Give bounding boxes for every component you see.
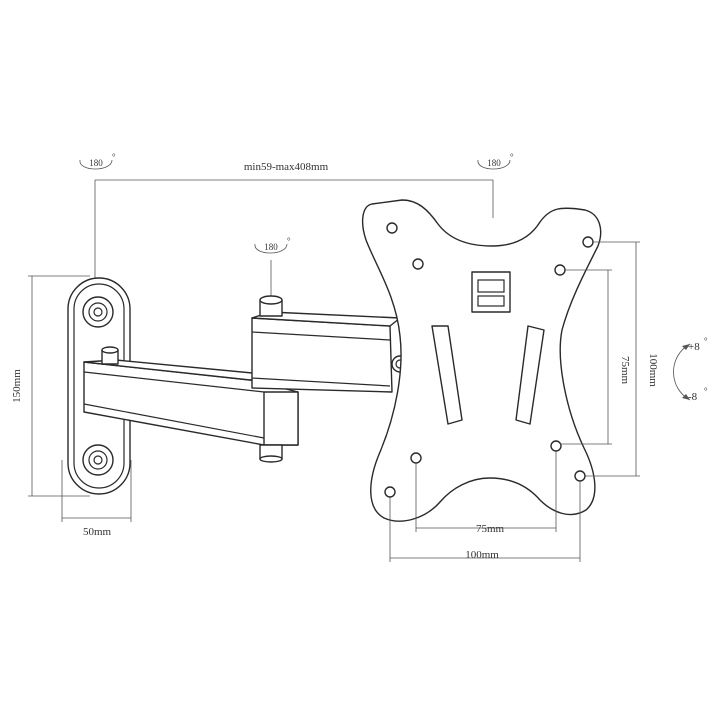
degree-mark: ° <box>510 152 514 162</box>
vesa-outer-vertical-label: 100mm <box>647 353 659 387</box>
plate-height-dimension: 150mm <box>11 275 90 497</box>
vesa-inner-horizontal-dimension: 75mm <box>415 450 557 535</box>
vesa-outer-vertical-dimension: 100mm <box>584 241 659 477</box>
vesa-hole <box>412 258 424 270</box>
rotation-indicator-middle: 180 ° <box>254 236 291 298</box>
vesa-outer-horizontal-label: 100mm <box>465 549 499 561</box>
vesa-inner-horizontal-label: 75mm <box>476 523 505 535</box>
tilt-up-label: +8 <box>688 341 700 353</box>
vesa-inner-vertical-dimension: 75mm <box>560 269 631 445</box>
extension-dimension: min59-max408mm <box>94 161 494 282</box>
degree-mark: ° <box>287 236 291 246</box>
tilt-arrow-down-icon <box>682 394 690 400</box>
tilt-arrow-up-icon <box>682 344 690 350</box>
wall-plate-hole-bottom <box>82 444 114 476</box>
degree-mark: ° <box>112 152 116 162</box>
vesa-slot-left <box>431 325 463 425</box>
rotation-left-label: 180 <box>89 158 103 168</box>
wall-plate-hole-top <box>82 296 114 328</box>
vesa-hole <box>554 264 566 276</box>
vesa-hole <box>574 470 586 482</box>
vesa-inner-vertical-label: 75mm <box>619 356 631 385</box>
tilt-down-label: -8 <box>688 391 698 403</box>
vesa-plate <box>361 199 602 522</box>
vesa-outer-horizontal-dimension: 100mm <box>389 480 581 562</box>
vesa-hole <box>550 440 562 452</box>
degree-mark: ° <box>704 336 708 346</box>
vesa-hole <box>386 222 398 234</box>
rotation-indicator-left: 180 ° <box>79 152 116 170</box>
rotation-middle-label: 180 <box>264 242 278 252</box>
rotation-right-label: 180 <box>487 158 501 168</box>
rotation-indicator-right: 180 ° <box>477 152 514 170</box>
extension-label: min59-max408mm <box>244 161 329 173</box>
vesa-slot-right <box>515 325 545 425</box>
swing-arm-assembly <box>83 295 409 463</box>
tilt-indicator: +8 ° -8 ° <box>673 336 708 403</box>
degree-mark: ° <box>704 386 708 396</box>
plate-width-label: 50mm <box>83 526 112 538</box>
vesa-hole <box>384 486 396 498</box>
vesa-hole <box>410 452 422 464</box>
vesa-hole <box>582 236 594 248</box>
plate-height-label: 150mm <box>11 369 23 403</box>
plate-width-dimension: 50mm <box>61 460 132 538</box>
